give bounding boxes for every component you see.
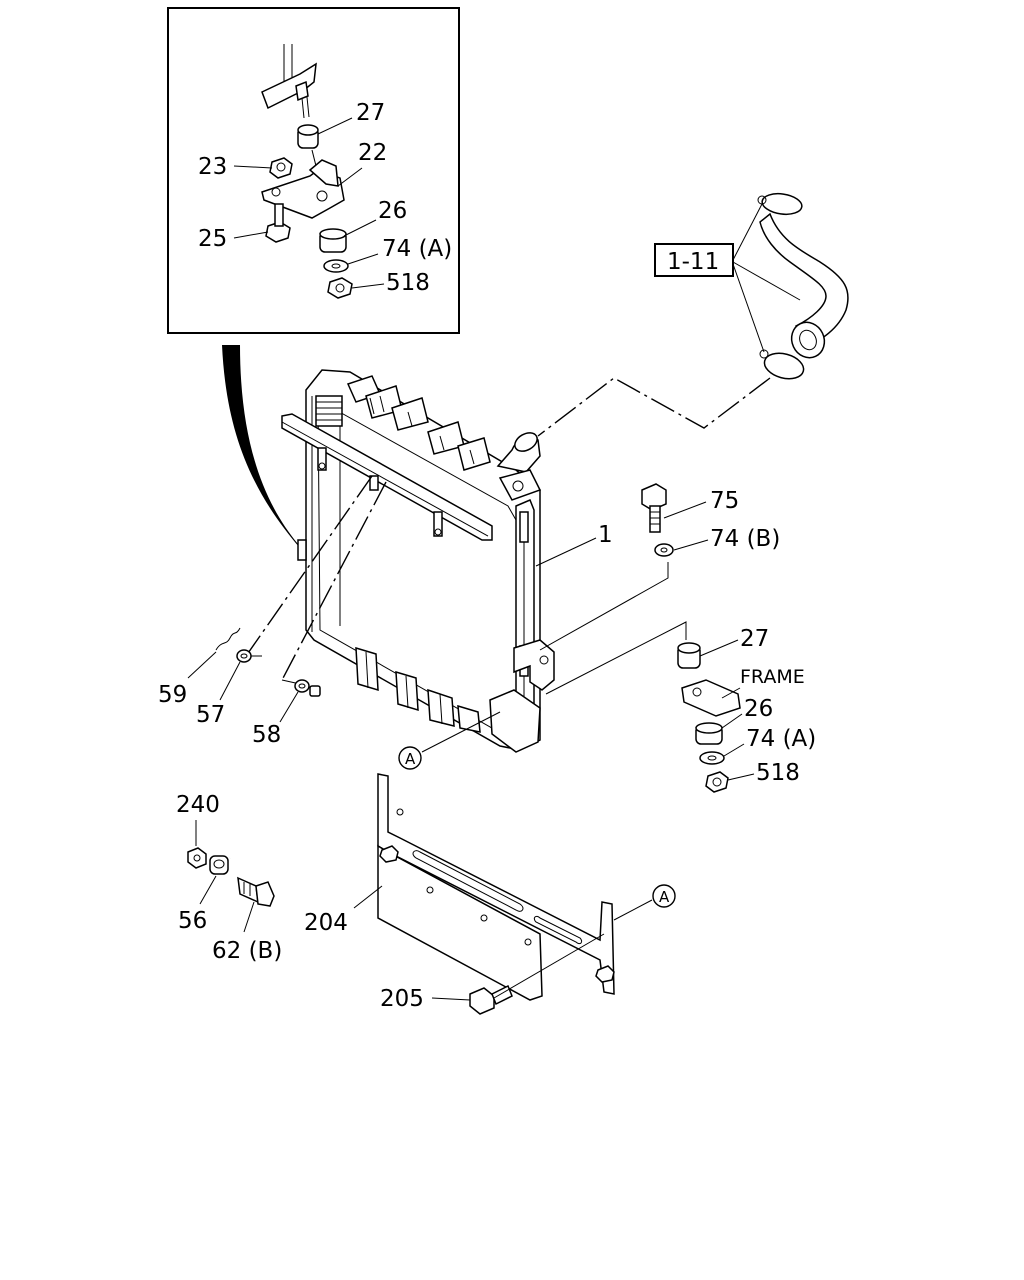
label-205: 205: [380, 986, 424, 1012]
label-23: 23: [198, 154, 227, 180]
frame-plate: [681, 679, 741, 717]
callout-a-radiator: A: [398, 711, 501, 770]
mount-27: [677, 642, 701, 669]
radiator-side-bracket: [513, 639, 555, 691]
radiator-inlet: [496, 432, 542, 501]
nut-518: [705, 771, 729, 793]
drain-parts: 59 57 58 240 56: [158, 475, 387, 964]
label-204: 204: [304, 910, 348, 936]
label-1: 1: [598, 522, 613, 548]
detail-pointer-arrow: [222, 345, 300, 548]
washer-58: [294, 679, 310, 693]
label-518-inset: 518: [386, 270, 430, 296]
label-22: 22: [358, 140, 387, 166]
label-frame: FRAME: [740, 666, 805, 688]
bolt-205: [469, 984, 513, 1015]
inset-mount-27: [297, 124, 319, 167]
label-25: 25: [198, 226, 227, 252]
inset-frame: [167, 7, 460, 334]
radiator-top-fins: [346, 375, 491, 471]
inset-washer-74a: [323, 259, 349, 273]
label-75: 75: [710, 488, 739, 514]
label-26-inset: 26: [378, 198, 407, 224]
drain-hose-59: [215, 627, 241, 651]
label-74a: 74 (A): [746, 726, 816, 752]
label-518: 518: [756, 760, 800, 786]
inset-nut-23: [269, 157, 293, 179]
label-27-inset: 27: [356, 100, 385, 126]
mount-26: [695, 722, 723, 745]
bolt-62b: [237, 876, 275, 907]
label-240: 240: [176, 792, 220, 818]
inset-upper-bracket: [261, 44, 317, 119]
radiator-hose-group: 1-11: [537, 192, 849, 437]
bolt-75: [641, 483, 667, 533]
nut-240: [187, 847, 207, 869]
inset-nut-518: [327, 277, 353, 299]
label-1-11: 1-11: [667, 249, 719, 275]
hose-clamp-lower: [763, 352, 805, 380]
drain-cock-56: [209, 855, 229, 875]
hose-clamp-upper: [761, 192, 803, 216]
label-57: 57: [196, 702, 225, 728]
callout-a-1: A: [405, 750, 416, 768]
inset-mount-26: [319, 228, 347, 253]
callout-a-bracket: A: [613, 884, 676, 921]
label-74b: 74 (B): [710, 526, 780, 552]
drain-line-57: [245, 475, 373, 657]
washer-57: [236, 649, 252, 663]
label-74a-inset: 74 (A): [382, 236, 452, 262]
right-mount-parts: 75 74 (B) 27 FRAME 26: [539, 483, 816, 793]
drain-line-58: [281, 481, 387, 681]
ref-box-1-11: [654, 243, 734, 277]
label-26: 26: [744, 696, 773, 722]
radiator-foot: [489, 689, 541, 753]
callout-a-2: A: [659, 888, 670, 906]
radiator-crossbar: [281, 413, 493, 541]
radiator-assembly: [281, 369, 555, 753]
label-56: 56: [178, 908, 207, 934]
radiator-grille: [315, 395, 343, 427]
label-27: 27: [740, 626, 769, 652]
inset-bolt-25: [265, 203, 291, 243]
washer-74a: [699, 751, 725, 765]
lower-bracket-204: [377, 773, 615, 1001]
label-58: 58: [252, 722, 281, 748]
label-62b: 62 (B): [212, 938, 282, 964]
drain-pipe: [229, 693, 326, 859]
inset-detail: 27 22 23 26 25 74 (A) 518: [167, 7, 460, 334]
label-59: 59: [158, 682, 187, 708]
hose-connection-line: [537, 377, 771, 437]
washer-74b: [654, 543, 674, 557]
